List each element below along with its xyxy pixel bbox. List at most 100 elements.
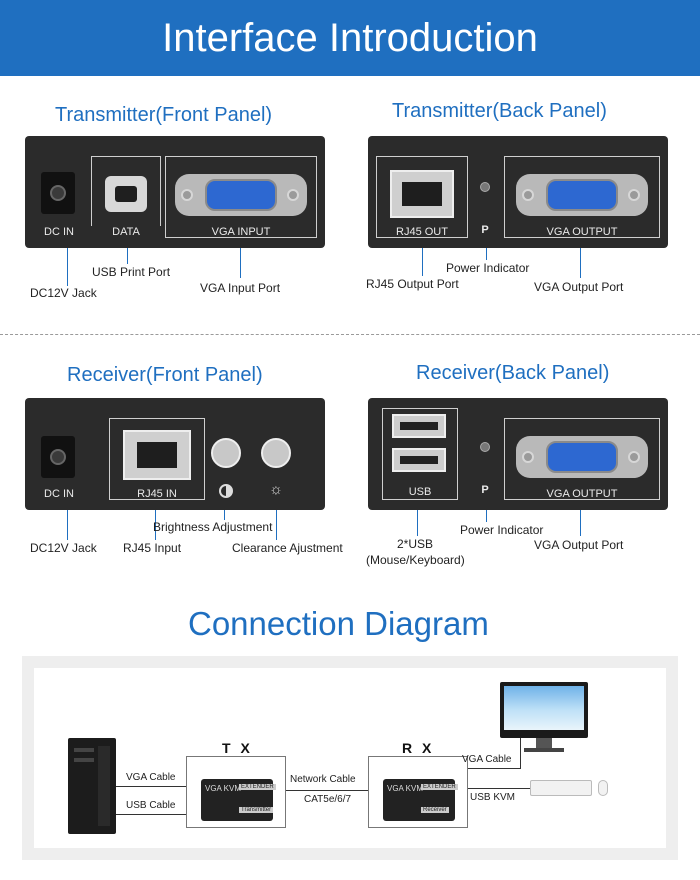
network-cable-line [286, 790, 368, 791]
vga-output-callout: VGA Output Port [534, 280, 624, 294]
rx-dc-in-label: DC IN [44, 488, 74, 500]
rx-vga-output-callout: VGA Output Port [534, 538, 624, 552]
rx-unit-tag: Receiver [421, 807, 449, 813]
tx-unit-badge: EXTENDER [239, 784, 276, 790]
rx-dc12v-callout: DC12V Jack [30, 541, 97, 555]
sun-icon: ☼ [269, 481, 283, 498]
vga-cable-left-label: VGA Cable [126, 772, 176, 783]
rx-rj45-callout-line [155, 510, 156, 540]
power-indicator-callout: Power Indicator [446, 261, 530, 275]
page-title: Interface Introduction [162, 16, 538, 60]
usb-a-port-icon-1 [392, 414, 446, 438]
usb-kvm-label: USB KVM [470, 792, 516, 803]
rj45-out-frame [376, 156, 468, 238]
rx-vga-output-label: VGA OUTPUT [546, 488, 618, 500]
rx-dc-jack-icon [41, 436, 75, 478]
rx-power-p-label: P [481, 484, 489, 496]
section-divider [0, 334, 700, 335]
vga-cable-right-line [468, 768, 520, 769]
tx-unit-icon: VGA KVM EXTENDER Transmitter [201, 779, 276, 821]
brightness-knob-icon [211, 438, 241, 468]
tx-unit-brand: VGA KVM [205, 784, 242, 793]
usb-cable-left-label: USB Cable [126, 800, 176, 811]
tx-back-panel: RJ45 OUT P VGA OUTPUT [368, 136, 668, 248]
usb-callout-line1: 2*USB [397, 537, 434, 551]
pc-tower-icon [68, 738, 116, 834]
tx-back-title: Transmitter(Back Panel) [392, 100, 607, 122]
power-p-label: P [481, 224, 489, 236]
vga-output-label: VGA OUTPUT [546, 226, 618, 238]
rx-front-title: Receiver(Front Panel) [67, 364, 263, 386]
rx-dc-callout-line [67, 510, 68, 540]
dc-in-label: DC IN [44, 226, 74, 238]
rx-power-callout-line [486, 510, 487, 522]
power-led-icon [480, 182, 490, 192]
connection-diagram-title: Connection Diagram [188, 605, 489, 642]
rj45-input-callout: RJ45 Input [123, 541, 182, 555]
usb-b-port-icon [105, 176, 147, 212]
rx-vga-output-port-icon [516, 436, 648, 478]
rx-unit-badge: EXTENDER [421, 784, 458, 790]
power-callout-line [486, 248, 487, 260]
rx-vga-callout-line [580, 510, 581, 536]
header-banner: Interface Introduction [0, 0, 700, 76]
clearance-callout-line [276, 510, 277, 540]
rx-usb-callout-line [417, 510, 418, 536]
rj45-port-icon [390, 170, 454, 218]
usb-callout-line [127, 248, 128, 264]
usb-label: USB [408, 486, 432, 498]
monitor-icon [500, 682, 588, 738]
cat-label: CAT5e/6/7 [304, 794, 352, 805]
vga-input-port-callout: VGA Input Port [200, 281, 281, 295]
usb-kvm-line [468, 788, 530, 789]
vga-input-frame [165, 156, 317, 238]
rx-device-frame: VGA KVM EXTENDER Receiver [368, 756, 468, 828]
rj45-in-frame [109, 418, 205, 500]
rj45-out-label: RJ45 OUT [396, 226, 448, 238]
vga-callout-line [240, 248, 241, 278]
rx-rj45-port-icon [123, 430, 191, 480]
vga-cable-left-line [116, 786, 186, 787]
rx-power-led-icon [480, 442, 490, 452]
vga-cable-right-riser [520, 732, 521, 769]
monitor-base-icon [524, 748, 564, 752]
tx-unit-tag: Transmitter [239, 807, 274, 813]
rx-vga-output-frame [504, 418, 660, 500]
clearance-adjustment-callout: Clearance Ajustment [232, 541, 343, 555]
vga-output-port-icon [516, 174, 648, 216]
rx-power-indicator-callout: Power Indicator [460, 523, 544, 537]
connection-diagram-box: VGA Cable USB Cable T X VGA KVM EXTENDER… [22, 656, 678, 860]
dc-jack-icon [41, 172, 75, 214]
tx-front-panel: DC IN DATA VGA INPUT [25, 136, 325, 248]
usb-callout-line2: (Mouse/Keyboard) [366, 553, 465, 567]
keyboard-icon [530, 780, 592, 796]
brightness-callout-line [224, 510, 225, 520]
usb-frame [382, 408, 458, 500]
rx-unit-icon: VGA KVM EXTENDER Receiver [383, 779, 458, 821]
mouse-icon [598, 780, 608, 796]
tx-front-title: Transmitter(Front Panel) [55, 104, 273, 126]
rx-front-panel: DC IN RJ45 IN ☼ [25, 398, 325, 510]
vga-input-port-icon [175, 174, 307, 216]
usb-cable-left-line [116, 814, 186, 815]
vga-input-label: VGA INPUT [211, 226, 271, 238]
dc-callout-line [67, 248, 68, 286]
brightness-adjustment-callout: Brightness Adjustment [153, 520, 273, 534]
vga-output-frame [504, 156, 660, 238]
usb-print-port-callout: USB Print Port [92, 265, 171, 279]
rj45-callout-line [422, 248, 423, 276]
network-cable-label: Network Cable [290, 774, 356, 785]
rj45-output-callout: RJ45 Output Port [366, 277, 459, 291]
dc12v-jack-callout: DC12V Jack [30, 286, 97, 300]
tx-heading: T X [222, 740, 253, 756]
rx-back-title: Receiver(Back Panel) [416, 362, 610, 384]
vga-out-callout-line [580, 248, 581, 278]
usb-a-port-icon-2 [392, 448, 446, 472]
tx-device-frame: VGA KVM EXTENDER Transmitter [186, 756, 286, 828]
vga-cable-right-label: VGA Cable [462, 754, 512, 765]
data-label: DATA [91, 226, 161, 238]
brightness-symbol-icon [219, 484, 233, 498]
monitor-stand-icon [536, 738, 552, 748]
rx-heading: R X [402, 740, 435, 756]
rj45-in-label: RJ45 IN [137, 488, 177, 500]
